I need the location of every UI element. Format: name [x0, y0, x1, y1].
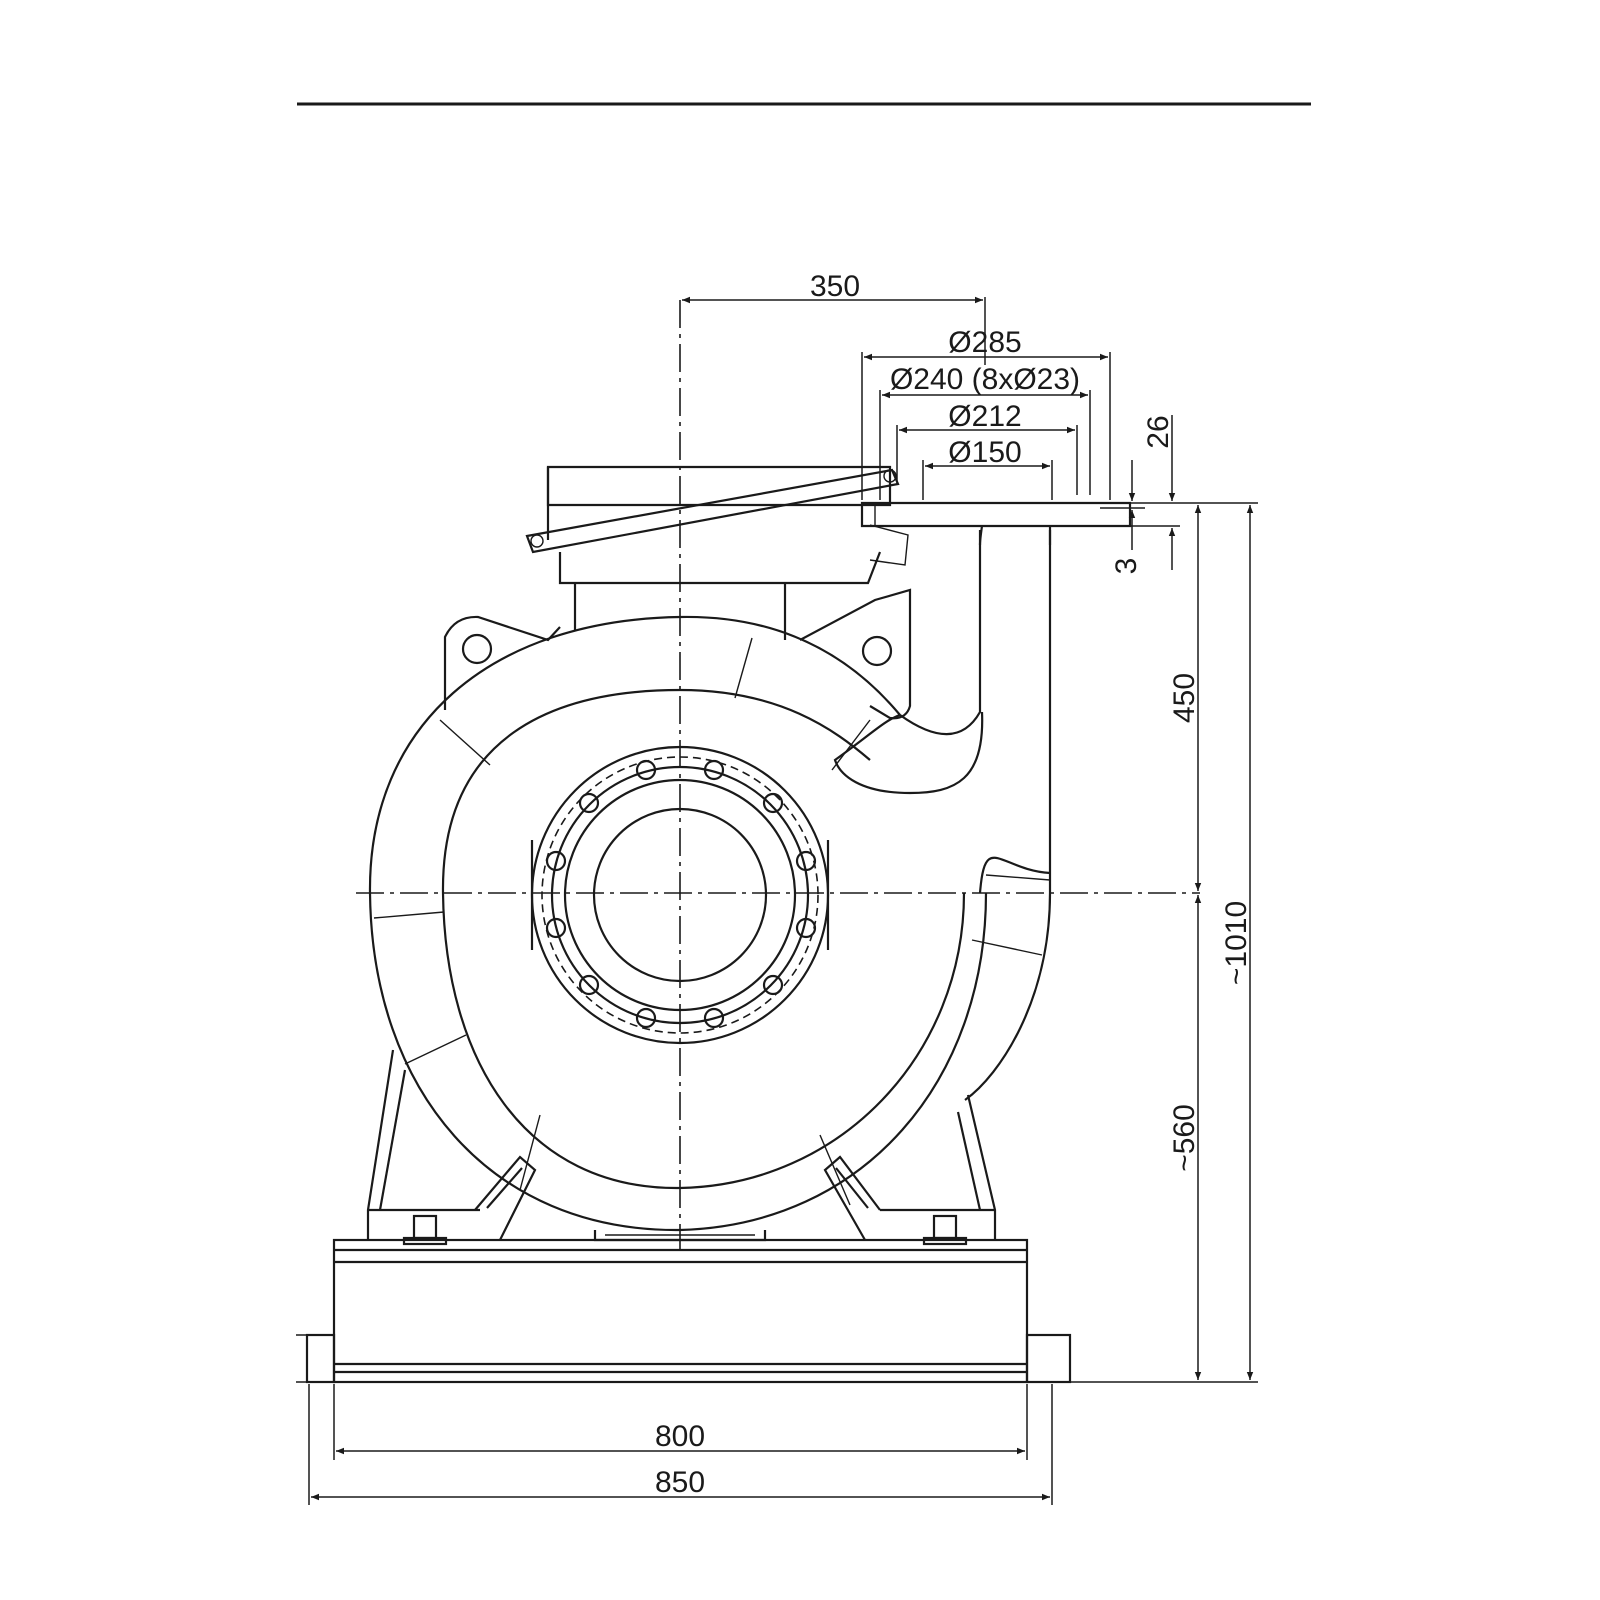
dim-3: 3	[1110, 460, 1143, 574]
dim-d212-label: Ø212	[948, 400, 1021, 433]
volute-inner	[441, 688, 966, 1190]
dim-d240-label: Ø240 (8xØ23)	[890, 363, 1080, 396]
motor-terminal-box	[525, 465, 909, 640]
lifting-lug-left	[443, 615, 561, 710]
dim-d150-label: Ø150	[948, 436, 1021, 469]
dim-350: 350	[682, 270, 986, 365]
dim-450-label: 450	[1168, 673, 1201, 723]
dim-d150: Ø150	[922, 436, 1053, 500]
dim-850-label: 850	[655, 1466, 705, 1499]
dim-d285: Ø285	[861, 326, 1111, 500]
dim-800-label: 800	[655, 1420, 705, 1453]
dim-850: 850	[308, 1384, 1053, 1505]
flange-bolt-holes	[545, 759, 817, 1029]
dim-560: ~560	[1168, 895, 1202, 1380]
dim-450: 450	[1168, 505, 1202, 891]
discharge-flange	[860, 501, 1132, 546]
dim-d285-label: Ø285	[948, 326, 1021, 359]
dim-26: 26	[1142, 415, 1176, 570]
base-frame	[296, 1238, 1072, 1384]
pump-body	[296, 465, 1132, 1384]
dim-d212: Ø212	[896, 400, 1078, 495]
volute-outer	[368, 530, 988, 1232]
lifting-lug-right	[799, 588, 912, 720]
dim-d240: Ø240 (8xØ23)	[879, 363, 1091, 500]
dim-26-label: 26	[1142, 415, 1175, 448]
dim-3-label: 3	[1110, 558, 1143, 575]
dim-350-label: 350	[810, 270, 860, 303]
dim-1010: ~1010	[1220, 505, 1254, 1380]
dim-1010-label: ~1010	[1220, 901, 1253, 985]
dim-800: 800	[333, 1384, 1028, 1460]
dim-560-label: ~560	[1168, 1104, 1201, 1172]
